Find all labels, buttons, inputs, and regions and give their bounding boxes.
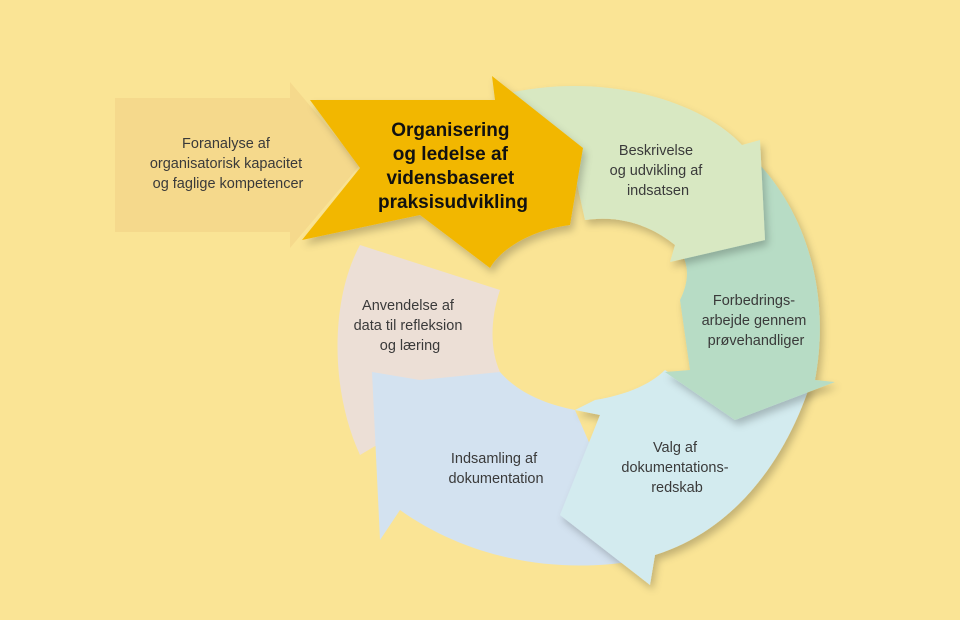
label-line: indsatsen xyxy=(627,183,689,199)
label-anvendelse: Anvendelse af data til refleksion og lær… xyxy=(354,298,467,354)
segment-beskrivelse xyxy=(500,85,765,262)
label-line: prøvehandliger xyxy=(708,333,805,349)
label-line: og udvikling af xyxy=(610,163,704,179)
label-line: Valg af xyxy=(653,440,698,456)
label-line: arbejde gennem xyxy=(702,313,807,329)
label-line: Organisering xyxy=(391,120,509,141)
label-line: Forbedrings- xyxy=(713,293,795,309)
segment-organisering xyxy=(302,76,583,268)
label-indsamling: Indsamling af dokumentation xyxy=(448,451,543,487)
label-line: og læring xyxy=(380,338,440,354)
segment-valg xyxy=(560,370,810,585)
label-line: og faglige kompetencer xyxy=(153,176,304,192)
label-beskrivelse: Beskrivelse og udvikling af indsatsen xyxy=(610,143,707,199)
label-line: organisatorisk kapacitet xyxy=(150,156,302,172)
label-organisering: Organisering og ledelse af vidensbaseret… xyxy=(378,120,528,213)
label-line: praksisudvikling xyxy=(378,192,528,213)
foranalyse-arrow-shape xyxy=(115,82,360,248)
label-line: dokumentation xyxy=(448,471,543,487)
label-line: data til refleksion xyxy=(354,318,463,334)
label-line: Indsamling af xyxy=(451,451,538,467)
label-line: dokumentations- xyxy=(621,460,728,476)
label-forbedring: Forbedrings- arbejde gennem prøvehandlig… xyxy=(702,293,811,349)
valg-arrow-shape xyxy=(560,370,810,585)
label-line: Foranalyse af xyxy=(182,136,271,152)
segment-foranalyse xyxy=(115,82,360,248)
label-line: og ledelse af xyxy=(393,144,509,165)
label-foranalyse: Foranalyse af organisatorisk kapacitet o… xyxy=(150,136,306,192)
label-line: Anvendelse af xyxy=(362,298,455,314)
label-line: redskab xyxy=(651,480,703,496)
label-valg: Valg af dokumentations- redskab xyxy=(621,440,732,496)
label-line: vidensbaseret xyxy=(386,168,514,189)
organisering-arrow-shape xyxy=(302,76,583,268)
label-line: Beskrivelse xyxy=(619,143,693,159)
beskrivelse-arrow-shape xyxy=(500,85,765,262)
